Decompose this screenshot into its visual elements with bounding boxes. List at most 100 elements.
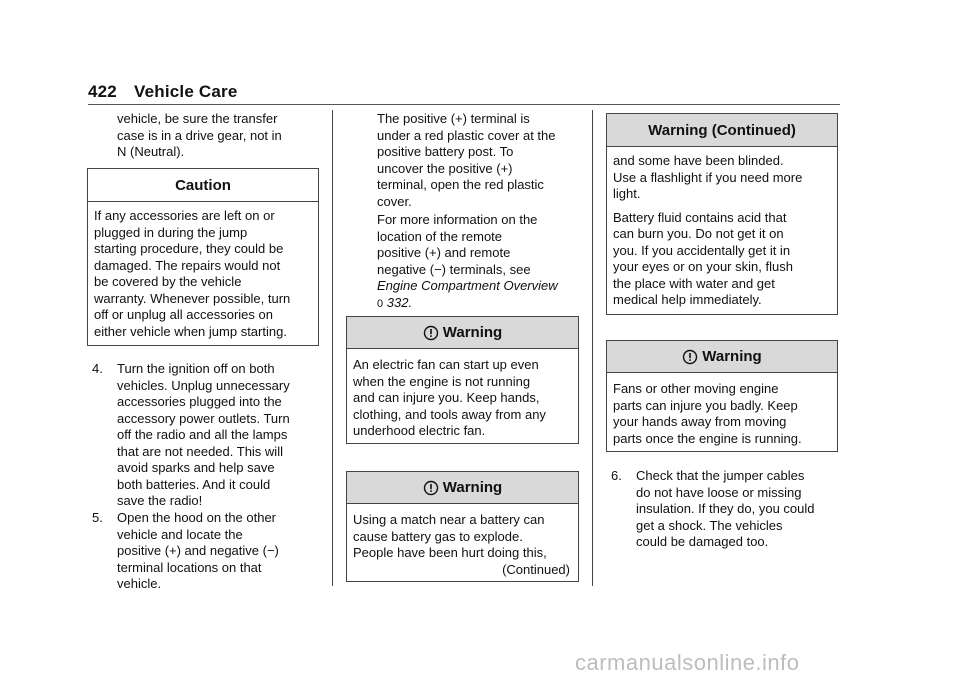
- text-line: damaged. The repairs would not: [94, 257, 281, 273]
- text-line: the place with water and get: [613, 275, 775, 291]
- text-line: For more information on the: [377, 212, 538, 227]
- text-line: do not have loose or missing: [636, 484, 802, 500]
- step-text: Check that the jumper cables do not have…: [636, 468, 815, 551]
- caution-box: Caution If any accessories are left on o…: [87, 168, 319, 346]
- list-item-step-5: 5. Open the hood on the other vehicle an…: [92, 510, 327, 595]
- text-line: you. If you accidentally get it in: [613, 242, 791, 258]
- text-line: warranty. Whenever possible, turn: [94, 290, 291, 306]
- text-line: underhood electric fan.: [353, 423, 486, 438]
- warning-continued-title: Warning (Continued): [607, 114, 837, 147]
- warning-title: Warning: [442, 324, 503, 341]
- warning-title: Warning: [442, 479, 503, 496]
- text-line: location of the remote: [377, 228, 503, 244]
- list-item-step-4: 4. Turn the ignition off on both vehicle…: [92, 361, 327, 511]
- engine-compartment-overview-link[interactable]: Engine Compartment Overview: [377, 278, 558, 293]
- text-line: accessory power outlets. Turn: [117, 410, 290, 426]
- text-line: People have been hurt doing this,: [353, 545, 547, 560]
- text-line: negative (−) terminals, see: [377, 261, 531, 277]
- text-line: vehicles. Unplug unnecessary: [117, 377, 290, 393]
- text-line: vehicle, be sure the transfer: [117, 111, 278, 126]
- text-line: avoid sparks and help save: [117, 460, 275, 475]
- step-text: Turn the ignition off on both vehicles. …: [117, 361, 290, 510]
- text-line: can burn you. Do not get it on: [613, 226, 784, 241]
- text-line: light.: [613, 186, 641, 201]
- text-line: either vehicle when jump starting.: [94, 323, 287, 339]
- warning-body: Fans or other moving engine parts can in…: [607, 373, 837, 447]
- column-divider: [592, 110, 593, 586]
- watermark: carmanualsonline.info: [575, 650, 800, 675]
- text-line: under a red plastic cover at the: [377, 127, 556, 143]
- step-text: Open the hood on the other vehicle and l…: [117, 510, 279, 593]
- warning-box-moving-parts: Warning Fans or other moving engine part…: [606, 340, 838, 452]
- text-line: cover.: [377, 193, 412, 209]
- step-number: 6.: [611, 468, 622, 483]
- text-line: and can injure you. Keep hands,: [353, 390, 540, 405]
- text-line: positive battery post. To: [377, 144, 514, 159]
- text-line: parts once the engine is running.: [613, 430, 802, 446]
- text-line: medical help immediately.: [613, 292, 762, 307]
- header-rule: [88, 104, 840, 105]
- paragraph-more-info: For more information on the location of …: [377, 212, 582, 312]
- text-line: your hands away from moving: [613, 414, 787, 429]
- warning-body: An electric fan can start up even when t…: [347, 349, 578, 440]
- step-number: 4.: [92, 361, 103, 376]
- warning-box-continued: Warning (Continued) and some have been b…: [606, 113, 838, 315]
- warning-box-fan: Warning An electric fan can start up eve…: [346, 316, 579, 444]
- warning-title: Warning: [702, 348, 762, 365]
- text-line: parts can injure you badly. Keep: [613, 397, 798, 413]
- column-divider: [332, 110, 333, 586]
- text-line: An electric fan can start up even: [353, 357, 539, 372]
- text-line: Check that the jumper cables: [636, 468, 805, 483]
- text-line: off or unplug all accessories on: [94, 307, 273, 322]
- warning-body: Using a match near a battery can cause b…: [347, 504, 578, 578]
- text-line: accessories plugged into the: [117, 394, 282, 409]
- text-line: when the engine is not running: [353, 373, 531, 389]
- warning-icon: [683, 349, 698, 364]
- section-title: Vehicle Care: [134, 82, 238, 101]
- text-line: positive (+) and remote: [377, 245, 511, 260]
- text-line: case is in a drive gear, not in: [117, 127, 282, 143]
- text-line: uncover the positive (+): [377, 160, 513, 176]
- page-reference[interactable]: 0 332.: [377, 295, 582, 313]
- paragraph-positive-terminal: The positive (+) terminal is under a red…: [377, 111, 582, 210]
- page-number: 422: [88, 82, 117, 101]
- warning-body: and some have been blinded. Use a flashl…: [607, 147, 837, 309]
- text-line: Using a match near a battery can: [353, 512, 545, 527]
- page-header: 422 Vehicle Care: [88, 82, 238, 102]
- text-line: get a shock. The vehicles: [636, 517, 783, 533]
- text-line: that are not needed. This will: [117, 443, 283, 459]
- step-number: 5.: [92, 510, 103, 525]
- text-line: be covered by the vehicle: [94, 274, 242, 289]
- caution-title: Caution: [88, 169, 318, 202]
- warning-header: Warning: [607, 341, 837, 373]
- text-line: clothing, and tools away from any: [353, 406, 546, 422]
- text-line: terminal locations on that: [117, 559, 262, 575]
- page-ref-arrow-icon: 0: [377, 297, 384, 310]
- warning-icon: [423, 480, 438, 495]
- text-line: Turn the ignition off on both: [117, 361, 275, 376]
- warning-header: Warning: [347, 472, 578, 504]
- text-line: save the radio!: [117, 493, 203, 508]
- text-line: Open the hood on the other: [117, 510, 277, 525]
- text-line: vehicle and locate the: [117, 526, 243, 542]
- text-line: plugged in during the jump: [94, 224, 248, 240]
- text-line: positive (+) and negative (−): [117, 543, 279, 558]
- text-line: N (Neutral).: [117, 144, 185, 159]
- warning-header: Warning: [347, 317, 578, 349]
- text-line: could be damaged too.: [636, 534, 769, 549]
- text-line: starting procedure, they could be: [94, 241, 284, 256]
- page-ref-number: 332.: [386, 294, 413, 310]
- warning-box-battery-gas: Warning Using a match near a battery can…: [346, 471, 579, 582]
- text-line: vehicle.: [117, 576, 162, 591]
- text-line: cause battery gas to explode.: [353, 528, 523, 544]
- list-item-step-6: 6. Check that the jumper cables do not h…: [611, 468, 843, 553]
- continued-label: (Continued): [502, 561, 570, 577]
- caution-body: If any accessories are left on or plugge…: [88, 202, 318, 340]
- text-line: Battery fluid contains acid that: [613, 209, 787, 225]
- warning-icon: [423, 325, 438, 340]
- text-line: terminal, open the red plastic: [377, 177, 544, 192]
- text-line: If any accessories are left on or: [94, 208, 275, 223]
- text-line: Use a flashlight if you need more: [613, 169, 803, 185]
- text-line: Fans or other moving engine: [613, 381, 779, 396]
- text-line: The positive (+) terminal is: [377, 111, 530, 126]
